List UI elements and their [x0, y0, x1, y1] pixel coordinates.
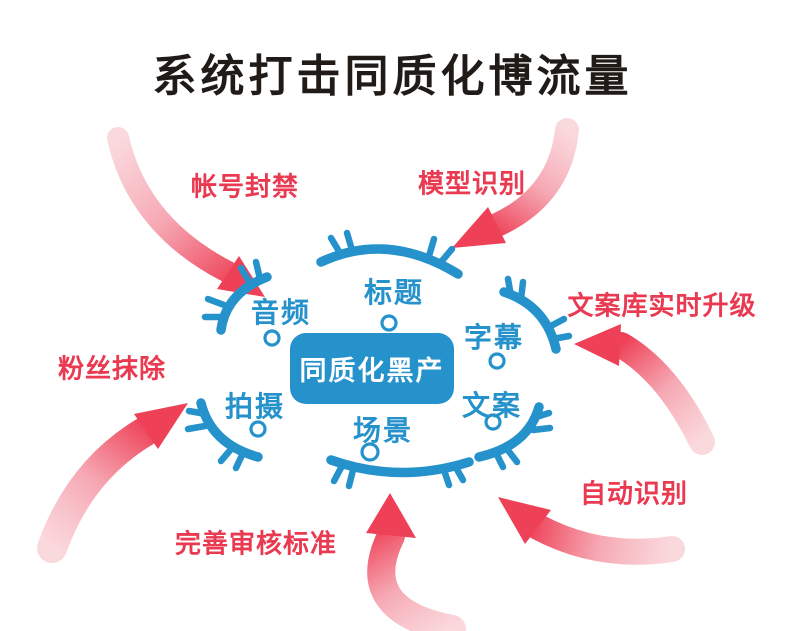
action-label-review-standards: 完善审核标准: [174, 528, 338, 559]
arc-tick: [503, 445, 521, 466]
arc-tick: [330, 462, 346, 485]
action-label-model-recognition: 模型识别: [417, 168, 527, 199]
arc-tick: [232, 449, 247, 472]
ring-arc-upper-left: [201, 258, 272, 335]
node-ring-scene: [360, 442, 380, 462]
node-ring-filming: [249, 420, 267, 438]
arrow-review-standards-head: [366, 493, 416, 538]
arrow-auto-recognition-body: [525, 514, 685, 565]
arc-tick: [252, 258, 264, 283]
arc-tick: [345, 466, 357, 490]
arc-tick: [451, 462, 467, 484]
arrow-review-standards-body: [367, 522, 466, 631]
ring-arc-lower-right: [474, 402, 554, 471]
arc-tick: [549, 332, 573, 343]
arc-tick: [529, 409, 553, 422]
node-label-filming: 拍摄: [224, 391, 286, 422]
arrow-account-ban-body: [107, 127, 239, 283]
page-title: 系统打击同质化博流量: [152, 52, 633, 101]
arc-tick: [545, 315, 568, 331]
arc-tick: [327, 234, 344, 257]
node-ring-copywriting: [484, 413, 502, 431]
arrow-auto-recognition: [498, 497, 685, 565]
arc-tick: [185, 407, 210, 418]
arrow-model-recognition: [452, 118, 579, 248]
center-node-label: 同质化黑产: [299, 356, 445, 386]
arc-tick: [184, 422, 209, 433]
arc-tick: [217, 444, 236, 465]
arrow-auto-recognition-head: [498, 497, 551, 544]
arc-tick: [492, 449, 507, 471]
arc-tick: [517, 278, 527, 303]
node-ring-audio: [263, 329, 281, 347]
action-label-fan-removal: 粉丝抹除: [57, 353, 167, 384]
action-label-auto-recognition: 自动识别: [579, 478, 689, 509]
node-label-scene: 场景: [352, 415, 414, 446]
ring-arc-bottom: [326, 455, 474, 490]
arrow-copy-library-upgrade: [574, 324, 715, 455]
ring-arc-upper-right: [499, 275, 573, 354]
ring-arc-top: [316, 229, 463, 279]
arc-tick: [504, 275, 515, 300]
arrow-fan-removal-body: [37, 416, 161, 563]
arrow-copy-library-upgrade-body: [608, 332, 715, 455]
ring-arc-lower-left: [184, 398, 263, 472]
node-label-subtitles: 字幕: [463, 322, 525, 353]
center-node: 同质化黑产: [290, 333, 454, 404]
arc-tick: [204, 295, 228, 309]
arc-tick: [237, 264, 254, 287]
arrow-review-standards: [366, 493, 466, 631]
arrow-fan-removal-head: [134, 403, 188, 449]
ring-arc-top-path: [316, 244, 463, 279]
arc-tick: [440, 466, 453, 489]
node-label-audio: 音频: [250, 297, 312, 328]
arrow-model-recognition-head: [452, 207, 506, 248]
node-label-title: 标题: [363, 277, 425, 308]
arrow-model-recognition-body: [485, 118, 579, 237]
arc-tick: [343, 229, 356, 254]
action-label-account-ban: 帐号封禁: [190, 171, 300, 202]
arc-tick: [425, 235, 438, 260]
arrow-fan-removal: [37, 403, 188, 563]
action-label-copy-library-upgrade: 文案库实时升级: [567, 290, 757, 321]
arrow-copy-library-upgrade-head: [574, 324, 621, 366]
arc-tick: [437, 245, 456, 266]
node-ring-title: [380, 314, 398, 332]
arc-tick: [529, 424, 554, 434]
node-label-copywriting: 文案: [461, 390, 523, 421]
node-ring-subtitles: [488, 352, 506, 370]
